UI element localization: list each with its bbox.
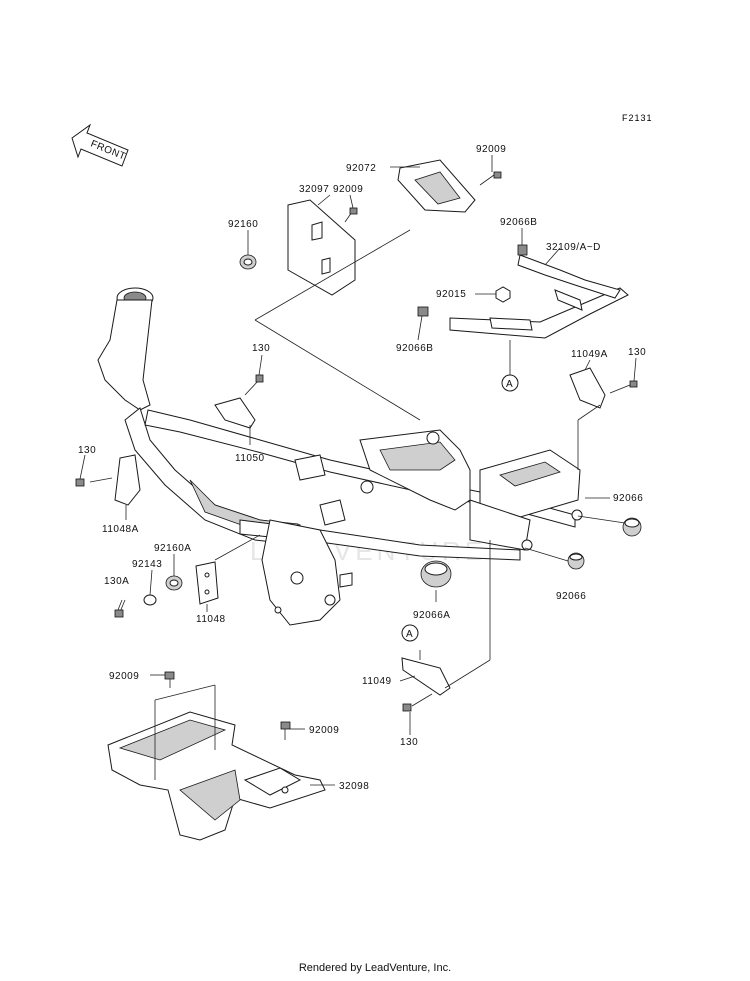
part-92015-nut (495, 286, 511, 303)
front-arrow: FRONT (71, 123, 129, 167)
part-32098-guard (107, 711, 326, 841)
part-92009-bolt-low (164, 671, 175, 688)
label-92143: 92143 (132, 559, 162, 570)
label-92009-mid: 92009 (333, 184, 363, 195)
label-11048: 11048 (196, 614, 226, 625)
part-92072-plate (397, 159, 476, 213)
callout-a-top: A (501, 374, 519, 392)
part-labels: 92072 92009 32097 92009 92160 92066B 321… (78, 144, 646, 792)
callout-a-top-label: A (506, 379, 513, 390)
label-92160A: 92160A (154, 543, 191, 554)
label-130-c: 130 (78, 445, 96, 456)
label-11049: 11049 (362, 676, 392, 687)
part-130-bolt-b (609, 380, 638, 394)
part-11048-bracket (195, 561, 219, 605)
label-32098: 32098 (339, 781, 369, 792)
label-92009-top: 92009 (476, 144, 506, 155)
label-92066-b: 92066 (556, 591, 586, 602)
part-92009-bolt-guard (280, 721, 291, 740)
label-32097: 32097 (299, 184, 329, 195)
label-92066-a: 92066 (613, 493, 643, 504)
part-130-bolt-a (244, 374, 264, 396)
label-92066B-bot: 92066B (396, 343, 433, 354)
part-92066B-cap-top (517, 244, 528, 256)
label-130-b: 130 (628, 347, 646, 358)
label-11048A: 11048A (102, 524, 139, 535)
part-92066-cap-b (567, 552, 585, 570)
callout-a-bottom-label: A (406, 629, 413, 640)
part-92160A-grommet (165, 575, 183, 591)
label-92072: 92072 (346, 163, 376, 174)
part-11050-bracket (214, 397, 256, 429)
part-11048A-bracket (114, 454, 141, 506)
label-130-a: 130 (252, 343, 270, 354)
part-92009-bolt-top (479, 171, 502, 186)
label-92015: 92015 (436, 289, 466, 300)
part-130A-bolt (114, 599, 126, 618)
part-92066B-cap-bot (417, 306, 429, 317)
figure-code: F2131 (622, 113, 653, 123)
label-11049A: 11049A (571, 349, 608, 360)
main-frame (97, 287, 583, 626)
leader-lines (79, 155, 637, 786)
part-92009-bolt-mid (344, 207, 358, 223)
part-92143-collar (143, 594, 157, 606)
label-92009-guard: 92009 (309, 725, 339, 736)
part-92066-cap-a (622, 517, 642, 537)
label-92009-low: 92009 (109, 671, 139, 682)
label-92066B-top: 92066B (500, 217, 537, 228)
part-92066A-cap (420, 560, 452, 588)
part-32109-guard (449, 254, 629, 339)
label-32109: 32109/A~D (546, 242, 601, 253)
part-32097-cover (287, 199, 356, 296)
label-130A: 130A (104, 576, 129, 587)
label-92066A: 92066A (413, 610, 450, 621)
part-11049-bracket (401, 657, 451, 696)
part-130-bolt-c (75, 477, 113, 487)
label-92160: 92160 (228, 219, 258, 230)
part-130-bolt-d (402, 693, 433, 712)
part-11049A-bracket (569, 367, 606, 409)
part-92160-grommet (239, 254, 257, 270)
footer-credit: Rendered by LeadVenture, Inc. (298, 962, 452, 974)
label-130-d: 130 (400, 737, 418, 748)
callout-a-bottom: A (401, 624, 419, 642)
label-11050: 11050 (235, 453, 265, 464)
